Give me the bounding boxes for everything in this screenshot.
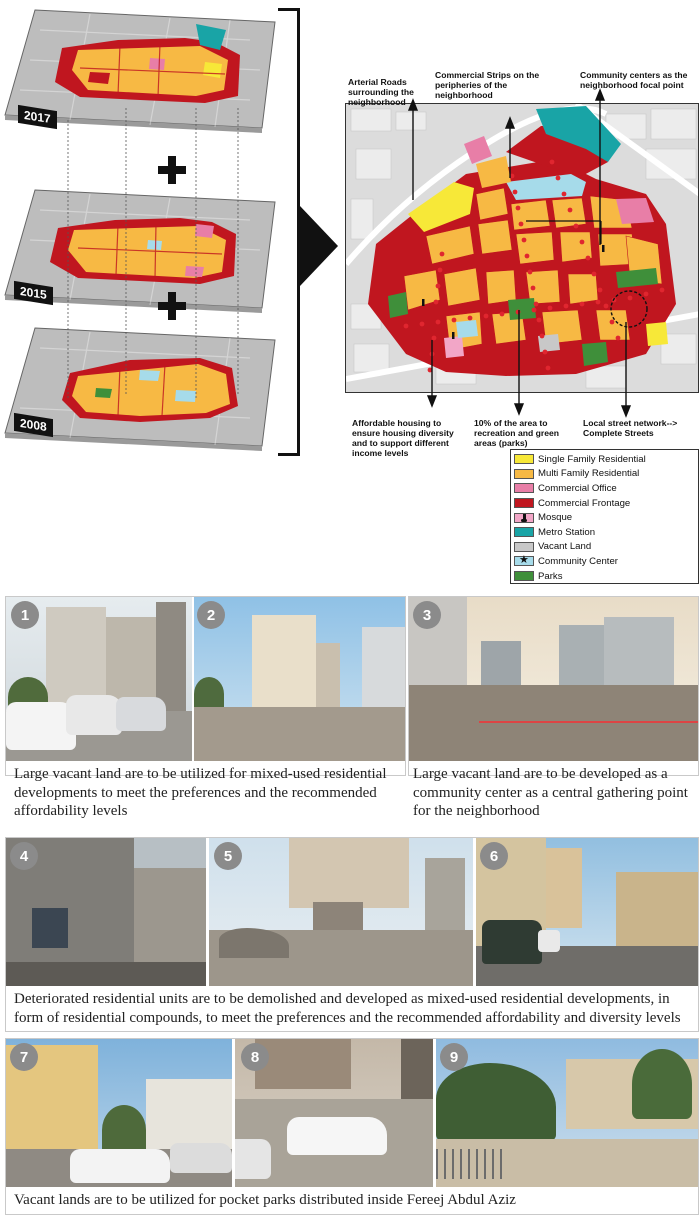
legend-item: Commercial Frontage: [514, 496, 695, 511]
legend-item: Parks: [514, 569, 695, 584]
legend-label: Single Family Residential: [538, 453, 646, 465]
caption-vacant-mixed-use: Large vacant land are to be utilized for…: [14, 766, 387, 819]
legend-item: ★ Community Center: [514, 554, 695, 569]
legend-label: Commercial Frontage: [538, 497, 631, 509]
legend-label: Community Center: [538, 555, 618, 567]
legend-swatch: ★: [514, 554, 534, 567]
photo-3: [409, 597, 698, 761]
legend-item: Vacant Land: [514, 540, 695, 555]
legend-item: Metro Station: [514, 525, 695, 540]
photo-9: [436, 1039, 698, 1187]
legend-label: Vacant Land: [538, 541, 592, 553]
photo-7: [6, 1039, 232, 1187]
photo-number-badge: 7: [10, 1043, 38, 1071]
photo-5: [209, 838, 473, 986]
legend-swatch: [514, 571, 534, 582]
photo-number-badge: 8: [241, 1043, 269, 1071]
legend-item: Multi Family Residential: [514, 467, 695, 482]
legend-label: Parks: [538, 570, 563, 582]
photo-1: [6, 597, 192, 761]
arrow-right-icon: [300, 206, 338, 286]
photo-number-badge: 5: [214, 842, 242, 870]
legend-swatch: [514, 527, 534, 538]
callout-recreation: 10% of the area to recreation and green …: [474, 418, 560, 448]
legend-swatch: [514, 498, 534, 509]
legend-swatch: [514, 512, 534, 523]
legend-label: Metro Station: [538, 526, 596, 538]
plan-drawing: [346, 104, 698, 392]
photo-8: [235, 1039, 433, 1187]
callout-arterial-roads: Arterial Roads surrounding the neighborh…: [348, 77, 414, 107]
legend-item: Mosque: [514, 510, 695, 525]
photo-2: [194, 597, 405, 761]
photo-number-badge: 9: [440, 1043, 468, 1071]
caption-deteriorated-units: Deteriorated residential units are to be…: [14, 991, 681, 1026]
projection-guide-lines: [67, 108, 239, 400]
callout-commercial-strips: Commercial Strips on the peripheries of …: [435, 70, 540, 100]
iso-map-2015: [4, 189, 276, 313]
photo-number-badge: 4: [10, 842, 38, 870]
photo-6: [476, 838, 698, 986]
callout-community-centers: Community centers as the neighborhood fo…: [580, 70, 688, 90]
legend-item: Commercial Office: [514, 481, 695, 496]
photo-number-badge: 2: [197, 601, 225, 629]
callout-affordable-housing: Affordable housing to ensure housing div…: [352, 418, 454, 458]
legend-swatch: [514, 483, 534, 494]
photo-number-badge: 3: [413, 601, 441, 629]
legend-label: Commercial Office: [538, 482, 617, 494]
plus-icon: [158, 156, 186, 184]
plus-icon: [158, 292, 186, 320]
caption-pocket-parks: Vacant lands are to be utilized for pock…: [14, 1192, 516, 1208]
legend-label: Mosque: [538, 512, 573, 524]
legend-label: Multi Family Residential: [538, 468, 640, 480]
stacked-land-use-maps: 2017 2015 2008: [0, 0, 300, 451]
legend-swatch: [514, 541, 534, 552]
photo-number-badge: 6: [480, 842, 508, 870]
iso-map-2017: [4, 9, 276, 133]
legend-swatch: [514, 454, 534, 465]
mosque-icon: [521, 513, 527, 522]
star-icon: ★: [519, 554, 529, 567]
proposed-plan-map: [345, 103, 699, 393]
photo-number-badge: 1: [11, 601, 39, 629]
bracket: [278, 8, 300, 456]
caption-community-center: Large vacant land are to be developed as…: [413, 766, 688, 819]
iso-map-2008: [4, 327, 276, 451]
legend-swatch: [514, 468, 534, 479]
legend-item: Single Family Residential: [514, 452, 695, 467]
callout-street-network: Local street network--> Complete Streets: [583, 418, 678, 438]
